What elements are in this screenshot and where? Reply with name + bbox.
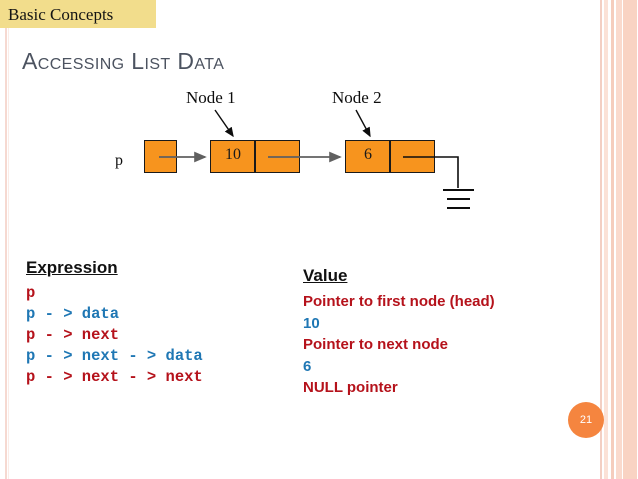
expression-row-3: p - > next - > data xyxy=(26,347,203,365)
value-row-2: Pointer to next node xyxy=(303,336,449,353)
expression-row-4: p - > next - > next xyxy=(26,368,203,386)
node-1-data-value: 10 xyxy=(225,146,241,163)
page-title: Accessing List Data xyxy=(22,48,225,74)
right-edge-stripe-5 xyxy=(623,0,637,479)
right-edge-stripe-1 xyxy=(600,0,602,479)
left-edge-stripe xyxy=(5,0,7,479)
value-row-3: 6 xyxy=(303,357,312,375)
node-1-label: Node 1 xyxy=(186,88,236,107)
node-1-leader-arrow xyxy=(214,109,234,138)
value-column: Value Pointer to first node (head) 10 Po… xyxy=(303,266,495,399)
node-2-leader-arrow xyxy=(355,109,371,138)
diagram-connectors xyxy=(159,109,474,209)
value-row-1: 10 xyxy=(303,314,320,332)
expression-row-2: p - > next xyxy=(26,326,120,344)
right-edge-stripe-3 xyxy=(611,0,614,479)
value-row-4: NULL pointer xyxy=(303,379,398,396)
node-2-cell-divider xyxy=(389,140,391,173)
value-column-header: Value xyxy=(303,266,348,285)
page-number-badge: 21 xyxy=(568,402,604,438)
expression-column-header: Expression xyxy=(26,258,118,277)
value-row-0: Pointer to first node (head) xyxy=(303,293,495,310)
right-edge-stripe-2 xyxy=(604,0,608,479)
expression-row-1: p - > data xyxy=(26,305,120,323)
linked-list-diagram: Node 1 Node 2 p 10 6 xyxy=(115,88,474,209)
pointer-box-p xyxy=(144,140,177,173)
right-edge-stripe-4 xyxy=(616,0,622,479)
section-banner-label: Basic Concepts xyxy=(8,4,114,24)
node-1-cell-divider xyxy=(254,140,256,173)
node-2-label: Node 2 xyxy=(332,88,382,107)
node-2-data-value: 6 xyxy=(364,146,372,163)
pointer-p-label: p xyxy=(115,152,123,169)
expression-row-0: p xyxy=(26,284,36,302)
section-banner: Basic Concepts xyxy=(0,0,156,28)
left-edge-stripe-inner xyxy=(8,0,9,479)
expression-column: Expression p p - > data p - > next p - >… xyxy=(26,258,203,388)
